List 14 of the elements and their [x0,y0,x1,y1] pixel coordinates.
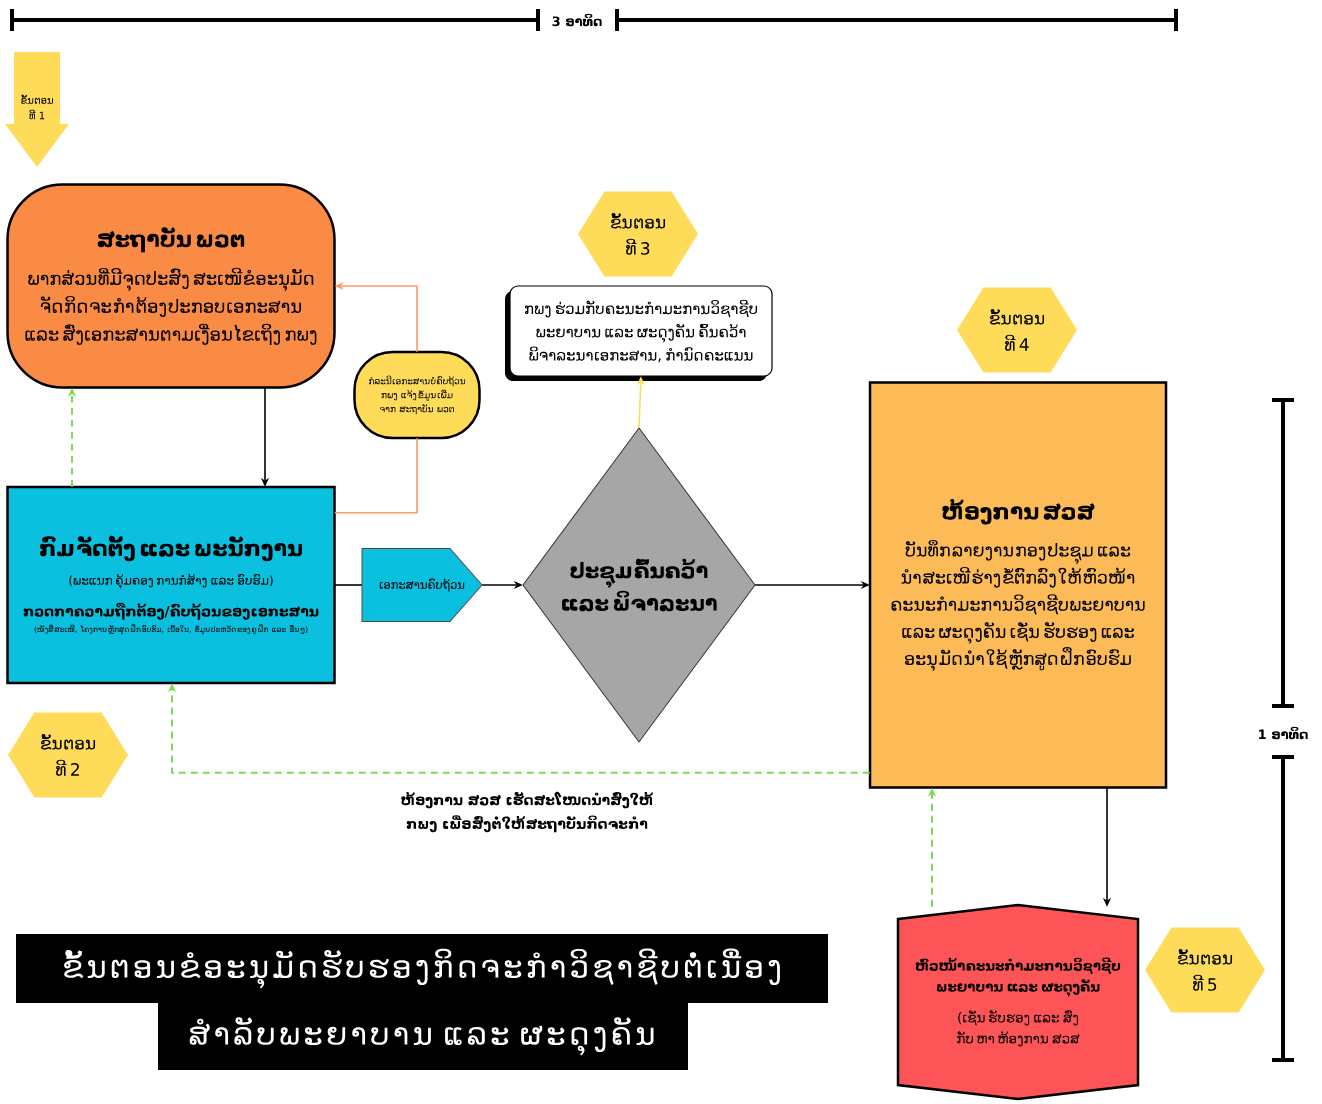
step-hexagon: ຂັ້ນຕອນ ທີ 3 [578,191,698,277]
dimension-label: 3 ອາທິດ [552,13,602,27]
note-box: ກພງ ຮ່ວມກັບຄະນະກໍາມະການວິຊາຊີບ ພະຍາບານ ແລະ ຜະດຸງຄັນ ຄົ້ນຄວ້າ ພິຈາລະນາເອກະສານ, ກໍານົດຄະແນນ [505,285,773,381]
document-arrow-box: ເອກະສານຄົບຖ້ວນ [361,548,483,622]
process-box: ສະຖາບັນພວຕ ພາກສ່ວນທີ່ມີຈຸດປະສົງ ສະເໜີຂໍອະນຸມັດ ຈັດກິດຈະກໍາຕ້ອງປະກອບເອກະສານ ແລະ ສົ່ງເອກະສານຕາມເງື່ອນໄຂເຖິງ ກພງ [6,183,336,389]
step-hexagon: ຂັ້ນຕອນ ທີ 5 [1145,927,1265,1013]
approval-hexagon: ຫົວໜ້າຄະນະກໍາມະການວິຊາຊີບ ພະຍາບານ ແລະ ຜະດຸງຄັນ (ເຊັ່ນ ຮັບຮອງ ແລະ ສົ່ງກັບ ຫາ ຫ້ອງການ ສວສ [896,903,1140,1101]
edge-label: ຫ້ອງການ ສວສ ເຮັດສະໂໜດນໍາສົ່ງໃຫ້ ກພງ ເພື່ອສົ່ງຕໍ່ໃຫ້ສະຖາບັນກິດຈະກໍາ [396,790,658,834]
step-hexagon: ຂັ້ນຕອນ ທີ 2 [8,712,128,798]
dimension-label: 1 ອາທິດ [1259,726,1308,740]
step-hexagon: ຂັ້ນຕອນ ທີ 4 [957,287,1077,373]
title-banner: ຂັ້ນຕອນຂໍອະນຸມັດຮັບຮອງກິດຈະກໍາວິຊາຊີບຕໍ່ເນື່ອງ ສໍາລັບພະຍາບານ ແລະ ຜະດຸງຄັນ [16,934,828,1070]
process-box: ຫ້ອງການສວສ ບັນທຶກລາຍງານກອງປະຊຸມ ແລະ ນໍາສະເໜີຮ່າງຂໍ້ຕົກລົງໃຫ້ຫົວໜ້າຄະນະກໍາມະການວິຊາຊີບພະຍາບານ ແລະ ຜະດຸງຄັນ ເຊັ່ນ ຮັບຮອງ ແລະ ອະນຸມັດນໍາໃຊ້ຫຼັກສູດຝຶກອົບຮົມ [868,381,1168,789]
note-box: ກໍລະນີເອກະສານບໍ່ຄົບຖ້ວນ ກພງ ແຈ້ງຂໍ້ມູນເພີ່ມຈາກ ສະຖາບັນ ພວຕ [353,350,481,440]
